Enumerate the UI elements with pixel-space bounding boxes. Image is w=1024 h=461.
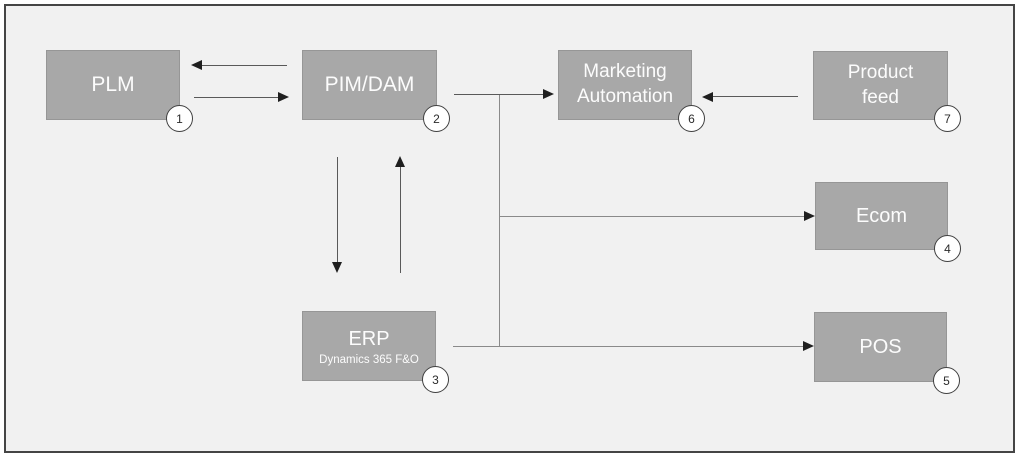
node-marketing-automation-label: Marketing Automation — [576, 61, 674, 107]
node-pos-label: POS — [859, 336, 902, 358]
node-plm-label: PLM — [91, 73, 135, 97]
connector-feed-to-marketing — [713, 96, 798, 97]
arrowhead-pim-to-erp — [332, 262, 342, 273]
arrowhead-pim-to-plm — [191, 60, 202, 70]
connector-trunk-vertical — [499, 95, 500, 347]
connector-pim-to-plm — [202, 65, 287, 66]
node-product-feed-label: Product feed — [847, 61, 914, 108]
step-badge-5: 5 — [933, 367, 960, 394]
node-erp-label: ERP — [348, 328, 390, 350]
connector-pim-to-marketing — [454, 94, 543, 95]
step-badge-6: 6 — [678, 105, 705, 132]
step-badge-4: 4 — [934, 235, 961, 262]
arrowhead-to-ecom — [804, 211, 815, 221]
step-badge-2: 2 — [423, 105, 450, 132]
arrowhead-plm-to-pim — [278, 92, 289, 102]
node-erp: ERP Dynamics 365 F&O 3 — [302, 311, 449, 393]
node-erp-sublabel: Dynamics 365 F&O — [319, 354, 419, 366]
step-badge-3: 3 — [422, 366, 449, 393]
connector-trunk-to-ecom — [499, 216, 804, 217]
connector-plm-to-pim — [194, 97, 278, 98]
node-pim-dam: PIM/DAM 2 — [302, 50, 450, 132]
node-ecom: Ecom 4 — [815, 182, 961, 262]
node-pim-dam-label: PIM/DAM — [324, 73, 415, 97]
node-ecom-label: Ecom — [855, 205, 908, 227]
arrowhead-pim-to-marketing — [543, 89, 554, 99]
node-plm: PLM 1 — [46, 50, 193, 132]
connector-pim-to-erp — [337, 157, 338, 262]
node-pos: POS 5 — [814, 312, 960, 394]
arrowhead-to-pos — [803, 341, 814, 351]
arrowhead-feed-to-marketing — [702, 92, 713, 102]
arrowhead-erp-to-pim — [395, 156, 405, 167]
connector-erp-to-pim — [400, 167, 401, 273]
node-marketing-automation: Marketing Automation 6 — [558, 50, 705, 132]
node-product-feed: Product feed 7 — [813, 51, 961, 132]
step-badge-1: 1 — [166, 105, 193, 132]
connector-erp-to-pos — [453, 346, 803, 347]
step-badge-7: 7 — [934, 105, 961, 132]
